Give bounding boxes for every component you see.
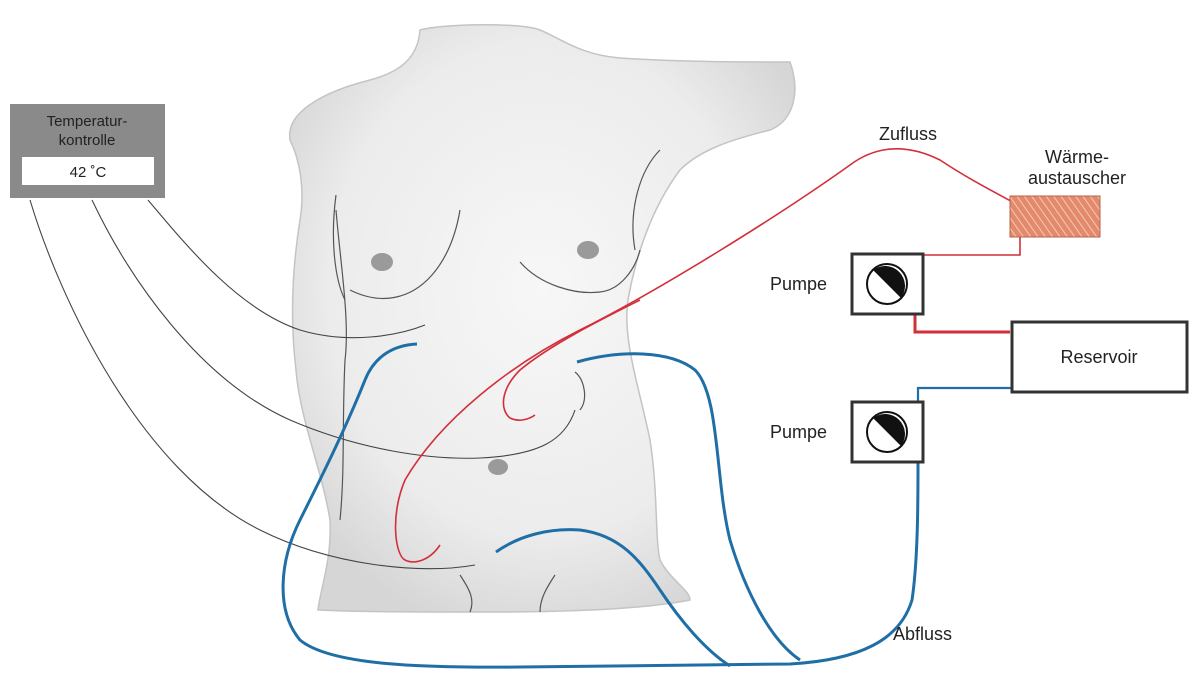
inflow-connectors <box>915 237 1020 332</box>
temperature-value: 42 ˚C <box>70 164 107 181</box>
pump-dial-icon <box>867 412 907 452</box>
pump-upper-label: Pumpe <box>770 274 827 294</box>
left-nipple <box>371 253 393 271</box>
temperature-control-box: Temperatur- kontrolle 42 ˚C <box>10 104 165 198</box>
outflow-label: Abfluss <box>893 624 952 644</box>
temperature-control-title-line2: kontrolle <box>59 132 116 149</box>
heat-exchanger <box>1010 196 1100 237</box>
inflow-label: Zufluss <box>879 124 937 144</box>
reservoir-label: Reservoir <box>1060 347 1137 367</box>
pump-dial-icon <box>867 264 907 304</box>
torso <box>290 25 795 612</box>
pump-lower-label: Pumpe <box>770 422 827 442</box>
right-nipple <box>577 241 599 259</box>
pump-lower <box>852 402 923 462</box>
temperature-control-title-line1: Temperatur- <box>47 113 128 130</box>
navel <box>488 459 508 475</box>
pump-upper <box>852 254 923 314</box>
heat-exchanger-label-line2: austauscher <box>1028 168 1126 188</box>
heat-exchanger-label-line1: Wärme- <box>1045 147 1109 167</box>
